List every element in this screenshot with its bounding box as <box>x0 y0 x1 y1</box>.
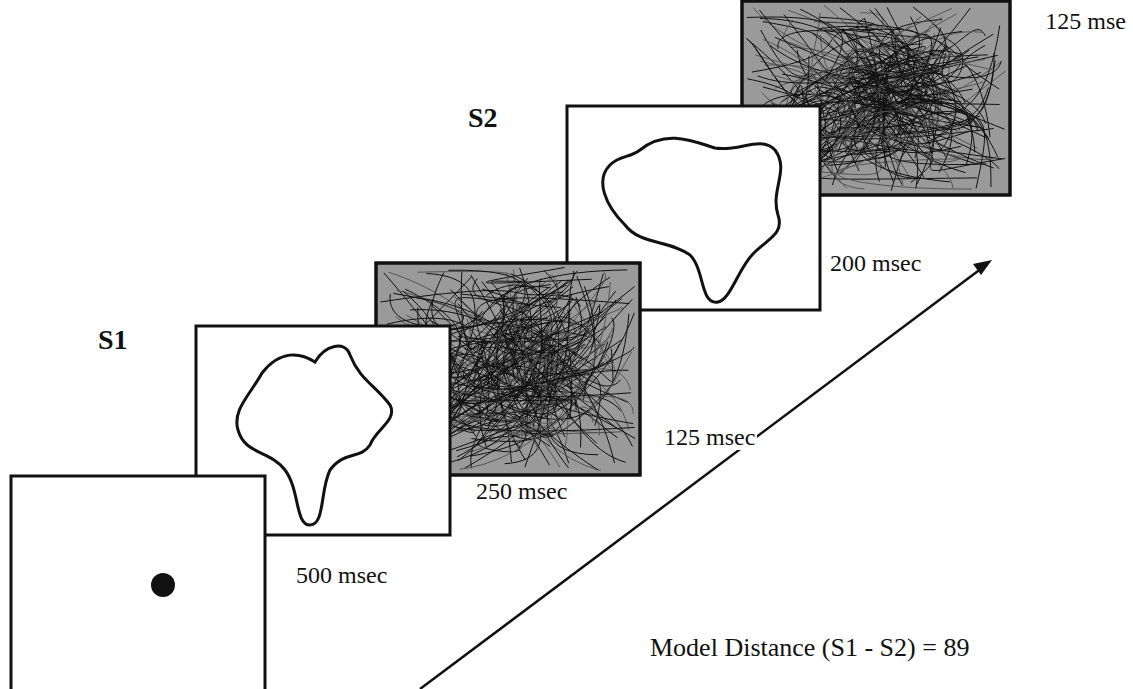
timing-label: Model Distance (S1 - S2) = 89 <box>648 634 971 663</box>
stimulus-label: S2 <box>466 103 500 134</box>
timing-label: 125 mse <box>1043 8 1128 34</box>
mask-scribble <box>872 34 932 135</box>
timing-label: 125 msec <box>662 424 757 450</box>
mask-scribble <box>517 271 578 418</box>
mask-scribble <box>460 407 593 469</box>
mask-scribble <box>855 86 973 162</box>
mask-scribble <box>443 322 579 432</box>
fixation-frame <box>11 476 265 689</box>
mask-scribble <box>854 115 950 181</box>
time-arrow <box>420 268 982 689</box>
mask-scribble <box>380 291 563 302</box>
arrow-head <box>973 260 992 275</box>
mask-scribble <box>808 9 952 189</box>
mask-scribble <box>832 75 898 189</box>
fixation-dot <box>151 573 175 597</box>
mask-scribble <box>438 279 541 466</box>
mask-scribble <box>891 37 994 130</box>
timing-label: 250 msec <box>474 478 569 504</box>
stimulus-label: S1 <box>96 325 130 356</box>
mask-scribble <box>516 431 553 451</box>
timing-label: 500 msec <box>294 562 389 588</box>
mask-scribble <box>843 48 996 148</box>
timing-label: 200 msec <box>828 250 923 276</box>
frame-border <box>11 476 265 689</box>
mask-scribble <box>473 404 550 446</box>
mask-scribble <box>495 308 596 380</box>
mask-scribble <box>876 101 989 181</box>
mask-scribble <box>759 10 866 113</box>
mask-scribble <box>422 277 548 333</box>
mask-scribble <box>897 57 985 124</box>
